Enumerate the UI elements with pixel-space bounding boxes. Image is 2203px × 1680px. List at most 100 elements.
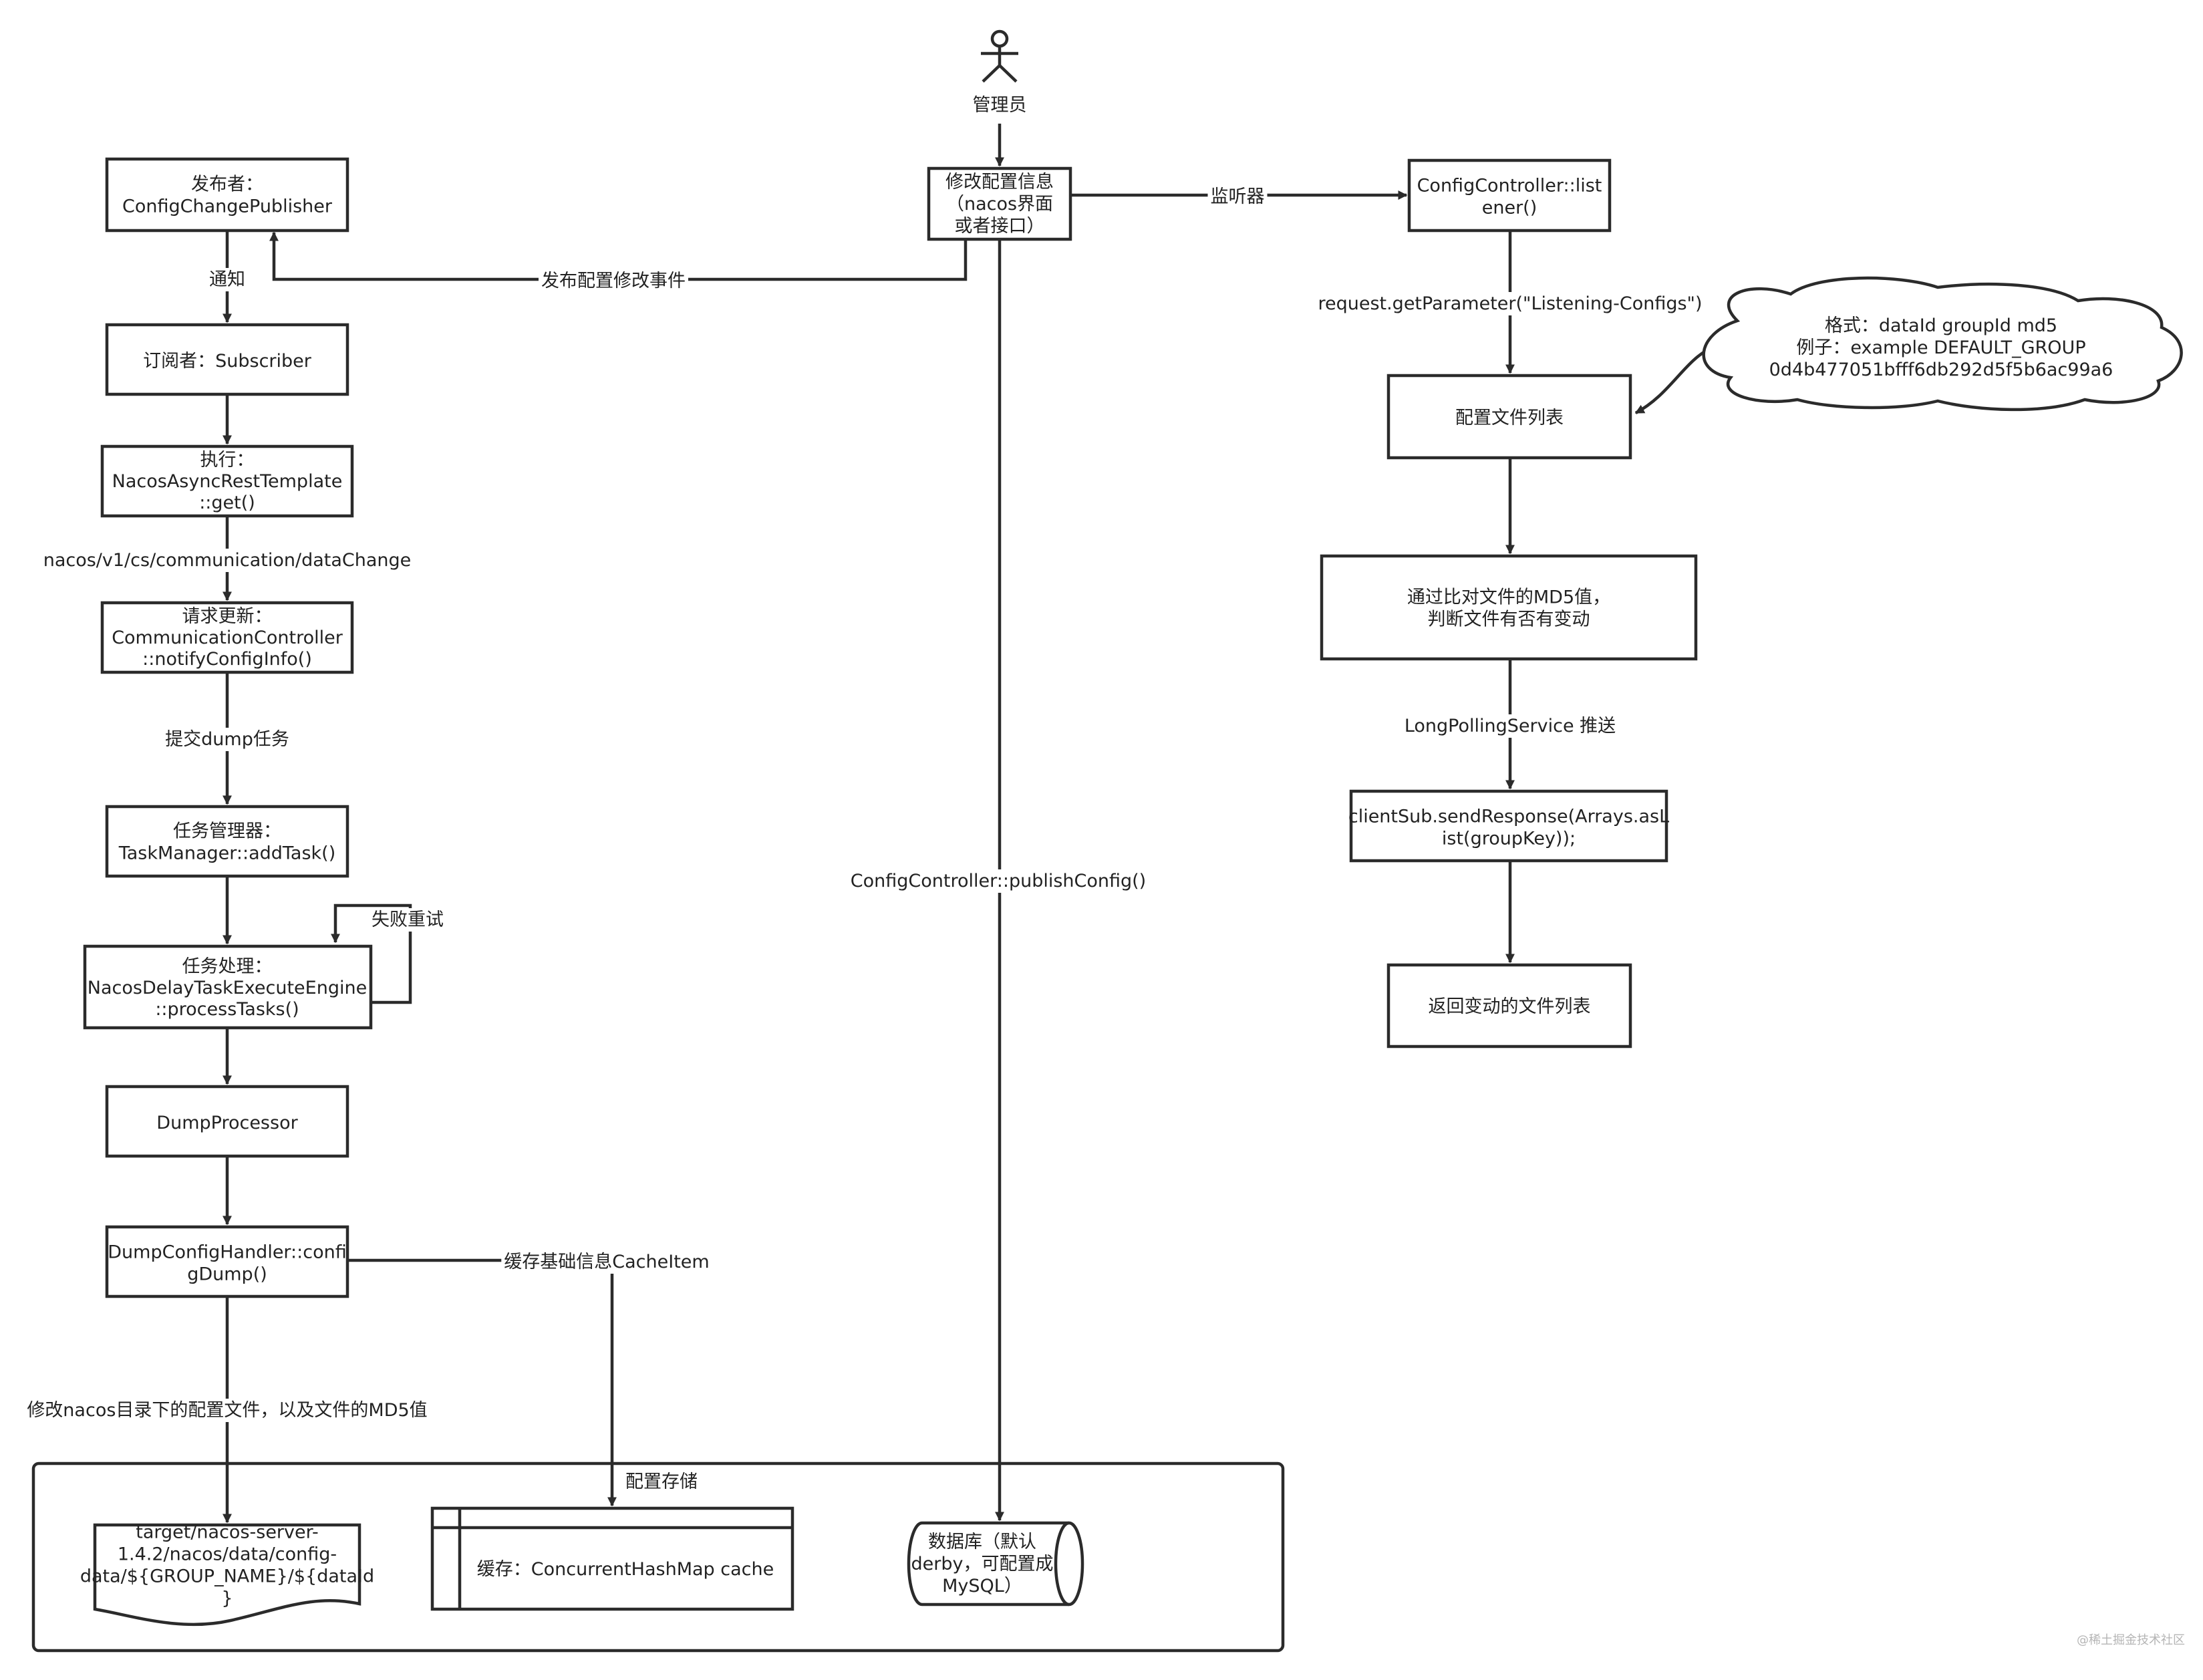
edge-label-background (162, 728, 292, 751)
label-line: NacosAsyncRestTemplate (112, 471, 343, 492)
label-line: 0d4b477051bfff6db292d5f5b6ac99a6 (1769, 360, 2113, 380)
label-line: ConfigChangePublisher (122, 196, 333, 217)
node-task-manager-label: 任务管理器：TaskManager::addTask() (118, 821, 336, 864)
storage-cache-label: 缓存：ConcurrentHashMap cache (477, 1559, 774, 1580)
label-line: DumpConfigHandler::confi (108, 1242, 347, 1263)
edge-label-background (847, 869, 1149, 893)
node-publisher-label: 发布者：ConfigChangePublisher (122, 174, 333, 217)
edge-label-data-change-url: nacos/v1/cs/communication/dataChange (43, 550, 412, 571)
label-line: 配置文件列表 (1455, 408, 1564, 428)
label-line: ::notifyConfigInfo() (142, 649, 312, 670)
edge-label-background (1207, 185, 1268, 208)
edge-label-background (501, 1250, 712, 1274)
label-line: gDump() (187, 1264, 267, 1285)
node-request-update[interactable]: 请求更新：CommunicationController::notifyConf… (100, 601, 354, 674)
label-line: ::get() (199, 493, 255, 513)
storage-file[interactable]: target/nacos-server-1.4.2/nacos/data/con… (80, 1522, 374, 1627)
edge-label-fail-retry: 失败重试 (372, 909, 444, 930)
label-line: 订阅者：Subscriber (143, 351, 312, 372)
edge-label-notify: 通知 (209, 269, 245, 290)
node-config-list[interactable]: 配置文件列表 (1386, 374, 1632, 460)
node-dump-processor-label: DumpProcessor (156, 1113, 298, 1133)
edge-label-background (539, 269, 688, 293)
label-line: 修改配置信息 (945, 172, 1054, 192)
label-line: clientSub.sendResponse(Arrays.asL (1348, 807, 1669, 827)
label-line: NacosDelayTaskExecuteEngine (88, 978, 367, 998)
stick-figure-icon (981, 29, 1018, 83)
node-subscriber[interactable]: 订阅者：Subscriber (105, 323, 349, 396)
node-subscriber-label: 订阅者：Subscriber (143, 351, 312, 372)
node-config-list-label: 配置文件列表 (1455, 408, 1564, 428)
storage-cache[interactable]: 缓存：ConcurrentHashMap cache (430, 1506, 794, 1611)
node-task-process[interactable]: 任务处理：NacosDelayTaskExecuteEngine::proces… (83, 944, 373, 1030)
label-line: 通过比对文件的MD5值， (1407, 587, 1610, 608)
label-line: 发布者： (191, 174, 263, 195)
label-line: 数据库（默认 (928, 1532, 1036, 1552)
label-line: （nacos界面 (946, 194, 1053, 215)
label-line: data/${GROUP_NAME}/${dataId (80, 1566, 374, 1587)
edge-label-get-parameter: request.getParameter("Listening-Configs"… (1318, 293, 1702, 314)
node-request-update-label: 请求更新：CommunicationController::notifyConf… (112, 606, 343, 670)
label-line: 请求更新： (182, 606, 273, 627)
edge-label-modify-file: 修改nacos目录下的配置文件，以及文件的MD5值 (27, 1400, 427, 1421)
edge-cloud-to-config-list (1634, 345, 1713, 414)
edge-label-background (206, 268, 248, 291)
node-return-list[interactable]: 返回变动的文件列表 (1386, 963, 1632, 1048)
label-line: 任务处理： (182, 956, 273, 977)
edge-cache-item (347, 1258, 617, 1507)
edge-labels: 监听器 发布配置修改事件 通知 nacos/v1/cs/communicatio… (24, 185, 1705, 1422)
label-line: } (221, 1588, 233, 1609)
actor-admin: 管理员 (973, 29, 1027, 116)
label-line: ConfigController::list (1417, 176, 1602, 196)
label-line: DumpProcessor (156, 1113, 298, 1133)
storage-file-label: target/nacos-server-1.4.2/nacos/data/con… (80, 1522, 374, 1609)
label-line: 返回变动的文件列表 (1429, 996, 1591, 1017)
watermark: @稀土掘金技术社区 (2077, 1633, 2185, 1647)
edge-label-long-polling: LongPollingService 推送 (1405, 716, 1616, 736)
node-compare-label: 通过比对文件的MD5值，判断文件有否有变动 (1407, 587, 1610, 630)
storage-title: 配置存储 (625, 1472, 698, 1492)
label-line: 判断文件有否有变动 (1428, 609, 1590, 630)
label-line: ener() (1482, 198, 1537, 219)
edge-label-submit-dump: 提交dump任务 (165, 729, 289, 750)
edge-label-publish-config: ConfigController::publishConfig() (851, 871, 1146, 891)
label-line: TaskManager::addTask() (118, 843, 336, 864)
node-task-process-label: 任务处理：NacosDelayTaskExecuteEngine::proces… (88, 956, 367, 1020)
node-execute[interactable]: 执行：NacosAsyncRestTemplate::get() (100, 444, 354, 518)
node-execute-label: 执行：NacosAsyncRestTemplate::get() (112, 450, 343, 513)
edge-fail-retry (331, 903, 412, 1004)
edge-label-background (1401, 714, 1619, 738)
label-line: target/nacos-server- (136, 1522, 319, 1543)
label-line: ::processTasks() (155, 999, 299, 1020)
node-publisher[interactable]: 发布者：ConfigChangePublisher (105, 157, 349, 233)
label-line: CommunicationController (112, 627, 343, 648)
label-line: 1.4.2/nacos/data/config- (118, 1544, 337, 1565)
label-line: 任务管理器： (173, 821, 281, 842)
label-line: 执行： (200, 450, 255, 470)
edge-label-background (24, 1399, 430, 1422)
label-line: derby，可配置成 (911, 1554, 1054, 1574)
node-task-manager[interactable]: 任务管理器：TaskManager::addTask() (105, 805, 349, 878)
node-modify-config-label: 修改配置信息（nacos界面或者接口） (945, 172, 1054, 237)
node-compare[interactable]: 通过比对文件的MD5值，判断文件有否有变动 (1320, 554, 1698, 661)
label-line: 格式：dataId groupId md5 (1825, 315, 2057, 336)
node-dump-processor[interactable]: DumpProcessor (105, 1085, 349, 1158)
edge-label-background (1315, 292, 1705, 315)
edge-label-publish-event: 发布配置修改事件 (541, 271, 686, 291)
label-line: 例子：example DEFAULT_GROUP (1796, 337, 2085, 358)
edge-label-monitor: 监听器 (1211, 186, 1265, 207)
storage-group: 配置存储 target/nacos-server-1.4.2/nacos/dat… (31, 1461, 1285, 1653)
label-line: ist(groupKey)); (1442, 829, 1576, 849)
node-modify-config[interactable]: 修改配置信息（nacos界面或者接口） (927, 166, 1072, 241)
edge-label-background (369, 908, 446, 932)
label-line: 或者接口） (955, 216, 1045, 237)
